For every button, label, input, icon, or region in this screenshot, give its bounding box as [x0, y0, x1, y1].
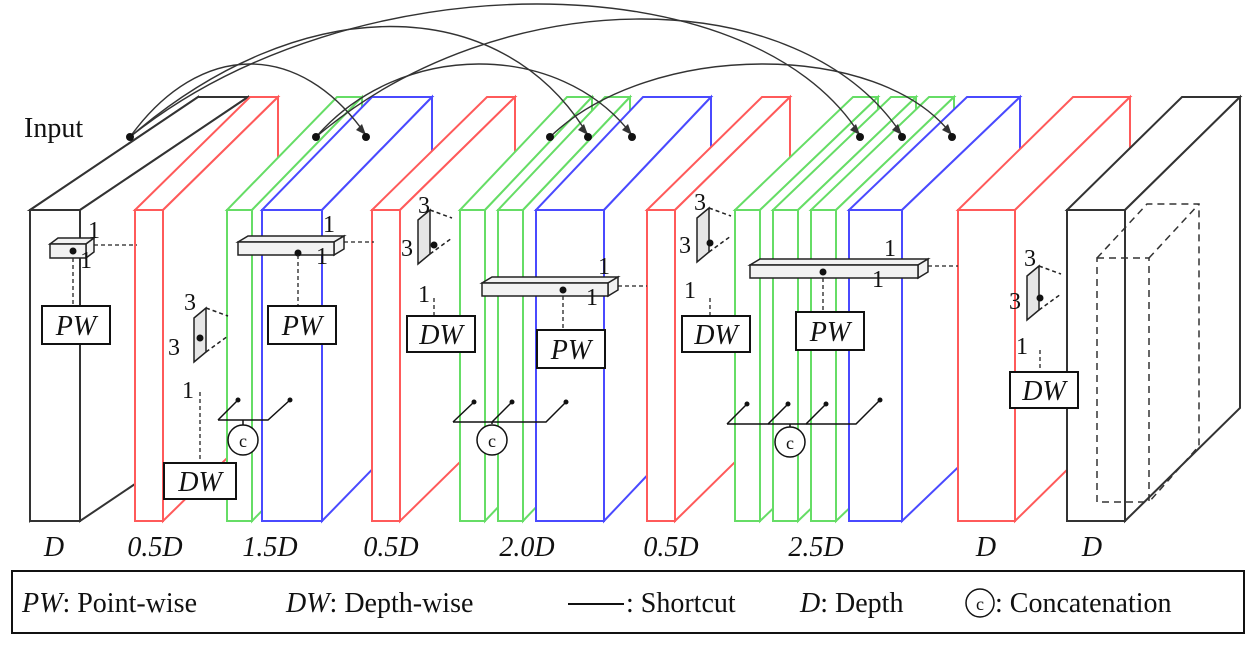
dim-one: 1	[1016, 334, 1028, 360]
pw-kernel-3	[479, 275, 621, 298]
dim-three: 3	[418, 193, 430, 219]
input-label: Input	[24, 113, 83, 144]
shortcut-nodes	[126, 133, 956, 141]
dim-three: 3	[1009, 289, 1021, 315]
legend-concat-text: : Concatenation	[995, 588, 1172, 619]
pw-kernel-4	[747, 257, 931, 280]
dim-three: 3	[168, 335, 180, 361]
dw-box: DW	[163, 462, 237, 500]
dim-one: 1	[316, 244, 328, 270]
kernel-dims: 1 1 1 1 1 1 1 1 3 3 1 3 3 1 3 3 1 3 3 1	[80, 190, 1036, 404]
shortcut-arrowheads	[356, 124, 952, 135]
concat-symbol-text: c	[239, 431, 247, 451]
legend-d-abbr: D	[799, 588, 820, 619]
concat-symbol-text: c	[488, 431, 496, 451]
dim-three: 3	[679, 233, 691, 259]
pw-label: PW	[55, 311, 99, 342]
legend-d: D: Depth	[799, 588, 903, 619]
legend-d-text: : Depth	[820, 588, 903, 619]
dim-one: 1	[80, 248, 92, 274]
feature-blocks	[26, 94, 1243, 524]
dim-one: 1	[598, 254, 610, 280]
dw-kernel-3	[696, 206, 732, 264]
dim-one: 1	[182, 378, 194, 404]
depth-label: D	[975, 532, 996, 563]
pw-kernel-1	[47, 236, 97, 260]
dw-box: DW	[681, 315, 751, 353]
concat-icon: c	[227, 424, 259, 456]
pw-box: PW	[536, 329, 606, 369]
concat-bracket-2	[452, 401, 567, 424]
legend-dw-abbr: DW	[285, 588, 332, 619]
dw-label: DW	[693, 320, 740, 351]
concat-icon: c	[476, 424, 508, 456]
op-boxes: PW PW PW PW DW DW DW DW	[41, 305, 1079, 500]
dw-box: DW	[406, 315, 476, 353]
legend-concat-symbol: c	[976, 594, 984, 614]
pw-kernels	[47, 234, 931, 298]
dim-three: 3	[184, 290, 196, 316]
dw-label: DW	[177, 467, 224, 498]
depth-label: 0.5D	[127, 532, 182, 563]
dim-one: 1	[684, 278, 696, 304]
pw-label: PW	[550, 335, 594, 366]
concat-symbols: c c c	[227, 424, 806, 458]
pw-box: PW	[795, 311, 865, 351]
dim-one: 1	[88, 218, 100, 244]
concat-endpoints	[235, 397, 883, 407]
dim-three: 3	[694, 190, 706, 216]
dw-kernel-2	[417, 208, 453, 266]
legend: PW: Point-wise DW: Depth-wise : Shortcut…	[11, 570, 1245, 634]
concat-bracket-3	[726, 399, 881, 428]
dim-one: 1	[418, 282, 430, 308]
dw-kernel-4	[1026, 264, 1062, 322]
dim-one: 1	[884, 236, 896, 262]
concat-icon: c	[774, 426, 806, 458]
depth-label: 2.0D	[499, 532, 554, 563]
dashed-connectors	[72, 241, 1041, 463]
pw-box: PW	[41, 305, 111, 345]
depth-label: 2.5D	[788, 532, 843, 563]
dim-three: 3	[401, 236, 413, 262]
depth-labels: D 0.5D 1.5D 0.5D 2.0D 0.5D 2.5D D D	[43, 532, 1102, 563]
depth-label: 1.5D	[242, 532, 297, 563]
legend-concat-icon: c	[965, 588, 995, 618]
legend-shortcut-text: : Shortcut	[626, 588, 736, 619]
kernel-dots	[69, 239, 1044, 342]
dw-label: DW	[1021, 376, 1068, 407]
dim-one: 1	[586, 285, 598, 311]
legend-dw-text: : Depth-wise	[330, 588, 474, 619]
pw-kernel-2	[235, 234, 347, 257]
pw-box: PW	[267, 305, 337, 345]
dim-one: 1	[872, 267, 884, 293]
pw-label: PW	[809, 317, 853, 348]
inner-dashed-cube	[1096, 203, 1200, 503]
depth-label: 0.5D	[363, 532, 418, 563]
pw-label: PW	[281, 311, 325, 342]
concat-symbol-text: c	[786, 433, 794, 453]
legend-pw: PW: Point-wise	[21, 588, 197, 619]
legend-box	[11, 570, 1245, 634]
dim-one: 1	[323, 212, 335, 238]
depth-label: D	[1081, 532, 1102, 563]
concat-brackets	[217, 399, 881, 428]
concat-bracket-1	[217, 399, 291, 425]
dw-label: DW	[418, 320, 465, 351]
depth-label: D	[43, 532, 64, 563]
block-output-d	[1064, 94, 1243, 524]
dim-three: 3	[1024, 246, 1036, 272]
depth-label: 0.5D	[643, 532, 698, 563]
legend-pw-abbr: PW	[21, 588, 65, 619]
legend-pw-text: : Point-wise	[62, 588, 197, 619]
legend-dw: DW: Depth-wise	[285, 588, 473, 619]
shortcut-arcs	[129, 3, 953, 138]
dw-box: DW	[1009, 371, 1079, 409]
